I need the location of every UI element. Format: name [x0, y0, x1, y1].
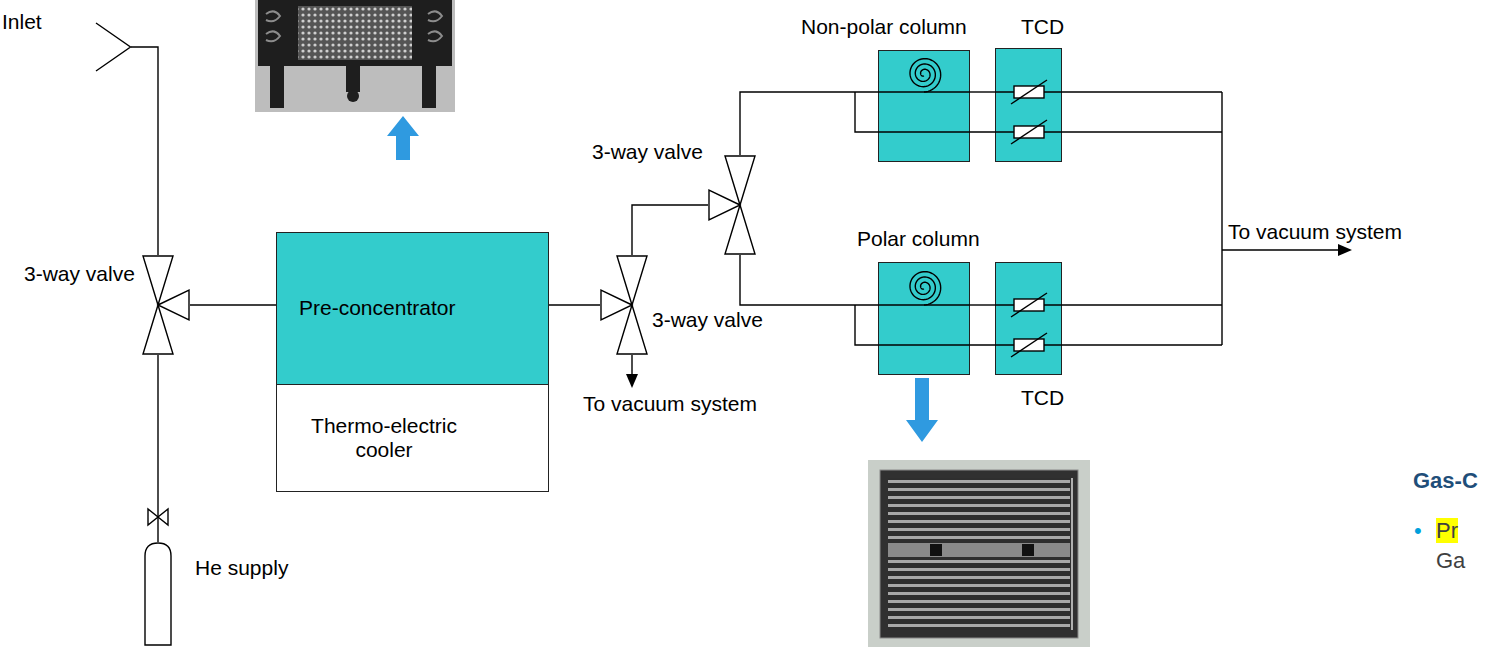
polar-column-shape: [878, 262, 970, 375]
node-label: Thermo-electric cooler: [299, 414, 469, 462]
three-way-valve: 3-way valve: [600, 255, 648, 355]
node-label: TCD: [1021, 15, 1064, 39]
slide-heading: Gas-C: [1413, 468, 1478, 493]
three-way-valve-shape: [142, 255, 190, 355]
node-label: Non-polar column: [801, 15, 967, 39]
polar-column: Polar column: [878, 262, 970, 375]
tcd-detector-shape: [995, 262, 1062, 375]
node-label: 3-way valve: [652, 308, 763, 332]
helium-cylinder: He supply: [144, 542, 172, 646]
pipe-connector: [190, 304, 276, 305]
column-chip-photo: [868, 460, 1090, 647]
node-label: 3-way valve: [592, 140, 703, 164]
inlet-funnel-shape: [95, 22, 131, 72]
node-label: Inlet: [2, 10, 42, 34]
callout-arrow: [906, 378, 938, 442]
vacuum-outlet-label: To vacuum system: [583, 392, 757, 416]
pipe-connector: [970, 304, 995, 305]
node-label: Polar column: [857, 227, 980, 251]
node-label: He supply: [195, 556, 288, 580]
arrow-head: [1338, 244, 1352, 256]
pipe-connector: [970, 91, 995, 92]
pipe-connector: [131, 47, 158, 255]
shutoff-valve-symbol: [148, 509, 168, 525]
pipe-connector: [632, 205, 708, 255]
inlet-funnel: Inlet: [95, 22, 131, 72]
bullet-text: Pr: [1436, 518, 1458, 543]
vacuum-outlet-label: To vacuum system: [1228, 220, 1402, 244]
three-way-valve: 3-way valve: [142, 255, 190, 355]
cooler-box: Thermo-electric cooler: [276, 384, 549, 492]
pipe-connector: [740, 92, 878, 155]
preconcentrator-box: Pre-concentrator: [276, 232, 549, 385]
node-label: Pre-concentrator: [299, 296, 455, 320]
tcd-detector-shape: [995, 48, 1062, 162]
node-label: 3-way valve: [24, 262, 135, 286]
callout-arrow: [387, 116, 419, 160]
helium-cylinder-shape: [144, 542, 172, 646]
preconcentrator-photo: [255, 0, 455, 112]
nonpolar-column: Non-polar column: [878, 50, 970, 162]
tcd-detector: TCD: [995, 48, 1062, 162]
bullet-text: Ga: [1436, 548, 1465, 573]
three-way-valve: 3-way valve: [708, 155, 756, 255]
nonpolar-column-shape: [878, 50, 970, 162]
three-way-valve-shape: [600, 255, 648, 355]
pipe-connector: [549, 304, 600, 305]
arrow-head: [626, 374, 638, 388]
pipe-connector: [740, 255, 878, 305]
node-label: TCD: [1021, 386, 1064, 410]
bullet-mark: •: [1414, 518, 1422, 543]
three-way-valve-shape: [708, 155, 756, 255]
tcd-detector: TCD: [995, 262, 1062, 375]
pipe-connector: [157, 355, 158, 542]
